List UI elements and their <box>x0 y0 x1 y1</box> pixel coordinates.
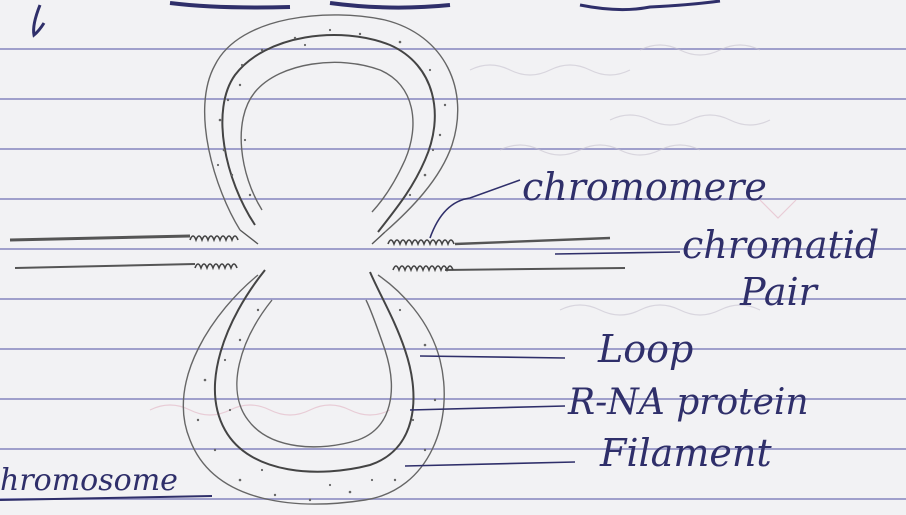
upper-loop <box>205 15 458 232</box>
label-rna-protein: R-NA protein <box>567 382 809 423</box>
label-chromosome-fragment: hromosome <box>0 463 178 498</box>
chromatid-lines <box>10 230 625 270</box>
label-loop: Loop <box>597 327 693 371</box>
chromomere-coils <box>190 236 454 270</box>
labels: chromomere chromatid Pair Loop R-NA prot… <box>0 165 879 498</box>
label-filament: Filament <box>599 431 772 475</box>
lower-loop <box>183 270 444 504</box>
label-chromomere: chromomere <box>522 165 767 209</box>
label-pair: Pair <box>739 270 820 314</box>
label-chromatid: chromatid <box>682 223 879 267</box>
pointer-lines <box>405 180 680 466</box>
